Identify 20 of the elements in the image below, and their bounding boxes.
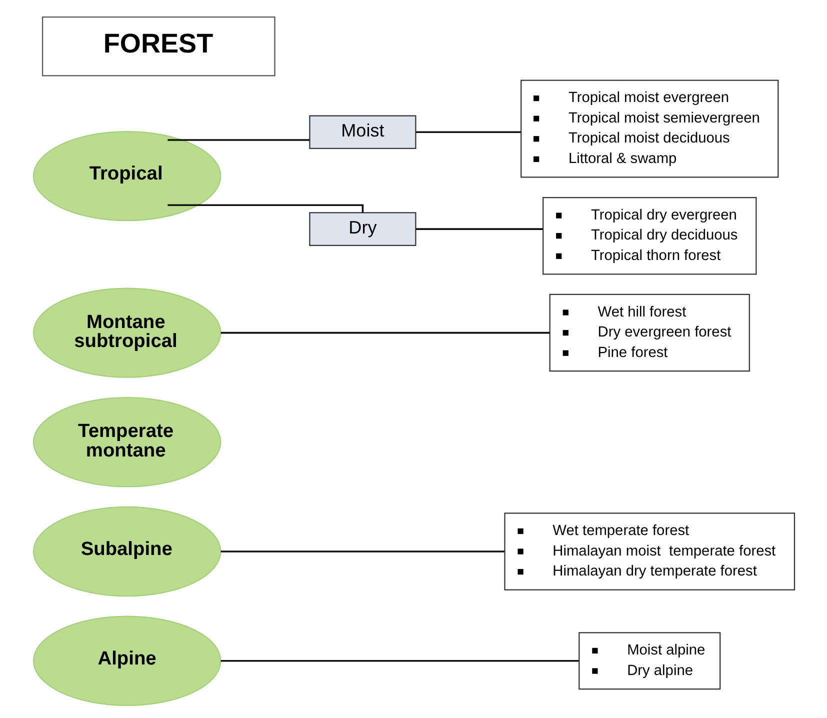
node-box: Moist alpine Dry alpine (578, 632, 720, 690)
connector (416, 131, 520, 134)
connector (220, 550, 504, 552)
node-box: Moist (308, 115, 416, 150)
node-box: Tropical dry evergreen Tropical dry deciduous Tropical thorn forest (542, 196, 756, 275)
node-ellipse: Temperate montane (32, 397, 221, 488)
node-ellipse: Alpine (32, 616, 221, 706)
node-box: Tropical moist evergreen Tropical moist semievergreen Tropical moist deciduous Littoral & swamp (520, 80, 778, 178)
connector (416, 228, 542, 230)
connector (167, 139, 309, 141)
node-box: Wet hill forest Dry evergreen forest Pine forest (548, 294, 750, 372)
node-ellipse: Tropical (32, 130, 221, 222)
connector (167, 204, 364, 213)
node-ellipse: Subalpine (32, 506, 221, 597)
connector (220, 332, 550, 334)
node-box: Wet temperate forest Himalayan moist temperate forest Himalayan dry temperate forest (504, 512, 795, 590)
connector (220, 660, 578, 662)
node-ellipse: Montane subtropical (32, 288, 221, 378)
diagram-title: FOREST (102, 28, 213, 58)
node-box: Dry (308, 212, 416, 246)
